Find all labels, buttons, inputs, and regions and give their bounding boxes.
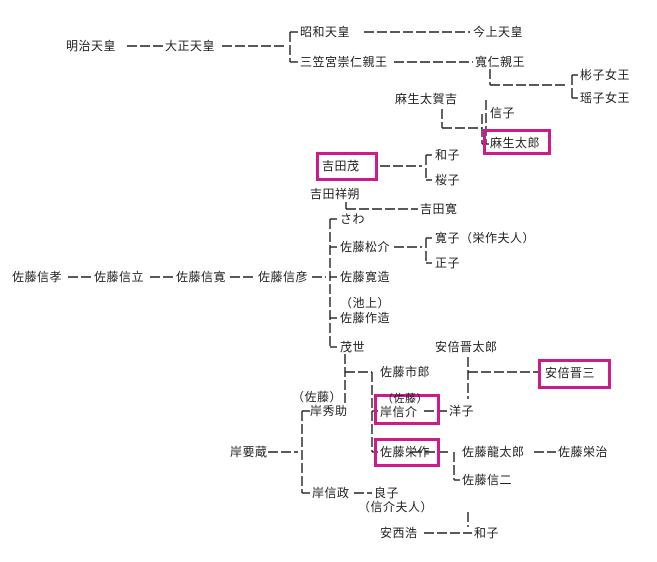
person-showa: 昭和天皇 [300,25,351,39]
highlight-yoshida-shigeru [316,152,378,181]
person-abe-kantaro: 安倍晋太郎 [435,340,498,354]
person-masako: 正子 [435,256,461,270]
person-yoshida-shigeru: 吉田茂 [322,159,360,173]
person-akiko: 彬子女王 [580,68,631,82]
person-kazuko2: 和子 [474,526,500,540]
person-yoshiko-note: （信介夫人） [358,500,434,514]
highlight-kishi-nobusuke [374,394,440,425]
person-sakurako: 桜子 [435,173,461,187]
person-moyo: 茂世 [340,340,366,354]
highlight-aso-taro [483,129,551,155]
person-yoko: 瑶子女王 [580,91,631,105]
person-sato-sakuzo: 佐藤作造 [340,311,391,325]
person-sato-hirozo: 佐藤寛造 [340,270,391,284]
person-ikegami-note: （池上） [340,296,391,310]
person-abe-shinzo: 安倍晋三 [545,366,596,380]
person-sato-ryutaro: 佐藤龍太郎 [462,445,525,459]
person-yoshida-shosaku: 吉田祥朔 [310,187,361,201]
person-kishi-nobumasa: 岸信政 [312,486,350,500]
person-sato-nobuhiro: 佐藤信寛 [176,270,227,284]
highlight-abe-shinzo [538,359,611,389]
person-yoko2: 洋子 [449,404,475,418]
person-yoshiko: 良子 [374,486,400,500]
person-mikasa: 三笠宮崇仁親王 [300,55,388,69]
person-sato-note1: （佐藤） [292,390,343,404]
person-aso-taro: 麻生太郎 [490,136,541,150]
person-nobuko: 信子 [490,106,516,120]
person-yoshida-hiroshi: 吉田寛 [420,202,458,216]
person-meiji: 明治天皇 [66,39,117,53]
person-hiroko: 寛子（栄作夫人） [435,231,536,245]
person-kinjo: 今上天皇 [473,25,524,39]
person-kishi-nobusuke: 岸信介 [380,405,418,419]
person-sato-matsusuke: 佐藤松介 [340,240,391,254]
person-sato-nobuhiko: 佐藤信彦 [258,270,309,284]
person-kazuko: 和子 [435,148,461,162]
person-sato-eiji: 佐藤栄治 [558,445,609,459]
person-sato-eisaku: 佐藤栄作 [380,445,431,459]
person-sato-ichiro: 佐藤市郎 [380,365,431,379]
person-sato-nobutatsu: 佐藤信立 [94,270,145,284]
person-taisho: 大正天皇 [165,39,216,53]
person-sato-shinji: 佐藤信二 [462,473,513,487]
person-sato-note2: （佐藤） [382,392,428,405]
person-tomohito: 寬仁親王 [475,55,526,69]
person-sato-nobutaka: 佐藤信孝 [12,270,63,284]
person-aso-takakichi: 麻生太賀吉 [395,92,458,106]
person-anzai-hiroshi: 安西浩 [380,526,418,540]
person-kishi-kaname: 岸要蔵 [230,445,268,459]
person-kishi-hidesuke: 岸秀助 [310,404,348,418]
highlight-sato-eisaku [374,438,440,467]
person-sawa: さわ [340,212,366,226]
